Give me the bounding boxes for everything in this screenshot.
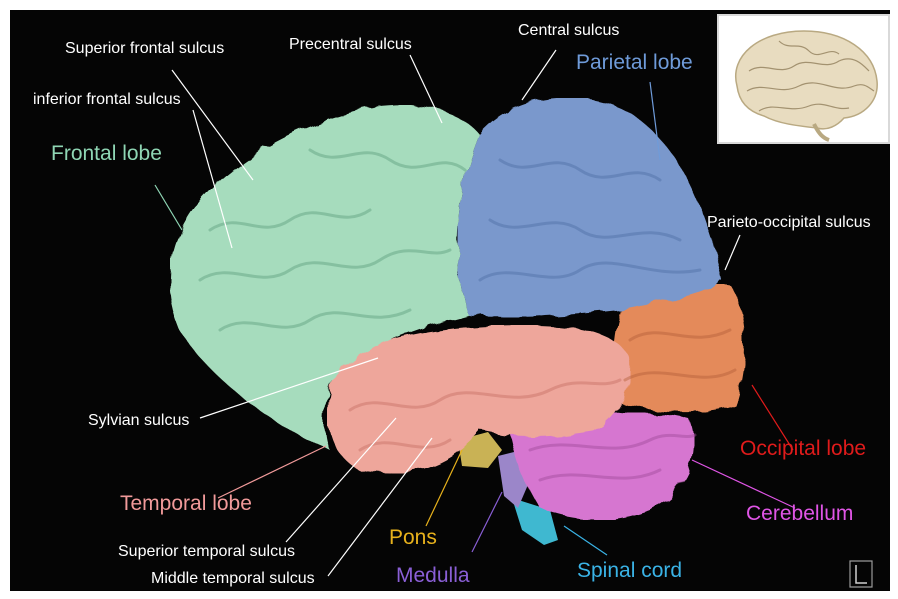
label-superior-temporal-sulcus: Superior temporal sulcus xyxy=(118,544,295,560)
label-inferior-frontal-sulcus: inferior frontal sulcus xyxy=(33,92,181,108)
brain-thumbnail-icon xyxy=(719,16,888,142)
label-middle-temporal-sulcus: Middle temporal sulcus xyxy=(151,571,315,587)
label-temporal-lobe: Temporal lobe xyxy=(120,493,252,514)
label-superior-frontal-sulcus: Superior frontal sulcus xyxy=(65,41,224,57)
brain-thumbnail xyxy=(717,14,890,144)
label-frontal-lobe: Frontal lobe xyxy=(51,143,162,164)
label-spinal-cord: Spinal cord xyxy=(577,560,682,581)
corner-logo xyxy=(847,558,875,590)
label-sylvian-sulcus: Sylvian sulcus xyxy=(88,413,189,429)
logo-icon xyxy=(847,558,875,590)
label-parietal-lobe: Parietal lobe xyxy=(576,52,693,73)
label-pons: Pons xyxy=(389,527,437,548)
label-cerebellum: Cerebellum xyxy=(746,503,853,524)
black-panel: Superior frontal sulcus inferior frontal… xyxy=(10,10,890,591)
parietal-region xyxy=(458,98,722,317)
label-precentral-sulcus: Precentral sulcus xyxy=(289,37,412,53)
label-occipital-lobe: Occipital lobe xyxy=(740,438,866,459)
label-medulla: Medulla xyxy=(396,565,470,586)
label-parieto-occipital-sulcus: Parieto-occipital sulcus xyxy=(707,215,871,231)
label-central-sulcus: Central sulcus xyxy=(518,23,619,39)
